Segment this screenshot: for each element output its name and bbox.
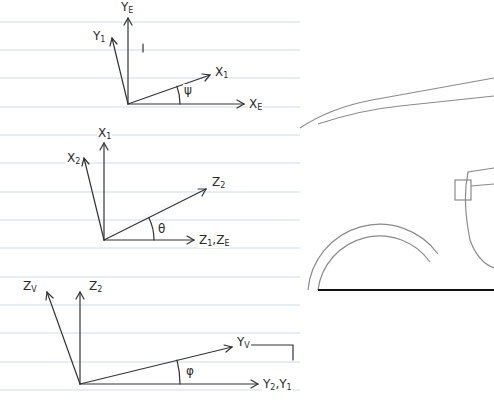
subscript: 1 (223, 71, 228, 80)
axis-letter: Y (93, 29, 100, 43)
subscript: 2 (220, 181, 225, 190)
axis-label: θ (157, 223, 166, 236)
axis-label: X2 (66, 152, 81, 166)
subscript: 1 (100, 35, 105, 44)
axis-letter: X (98, 126, 106, 140)
axis-label: Z1,ZE (198, 234, 230, 248)
axis-label: ZV (22, 280, 38, 294)
subscript: 1 (106, 132, 111, 141)
subscript: V (244, 341, 249, 350)
axis-label: YV (236, 336, 251, 350)
subscript: E (257, 103, 262, 112)
axis-label: φ (185, 365, 195, 378)
axis-letter: ,Y (275, 377, 286, 391)
axis-label: Z2 (88, 280, 103, 294)
axis-label: Y1 (92, 30, 106, 44)
axis-label: Z2 (211, 176, 226, 190)
car-rear-sketch (300, 78, 494, 290)
subscript: 1 (287, 383, 292, 392)
axis-label: Y2,Y1 (262, 378, 293, 392)
axis-letter: θ (158, 222, 165, 236)
subscript: E (128, 6, 133, 15)
axis-letter: φ (186, 364, 194, 378)
ground-line (318, 289, 494, 291)
axis-letter: X (67, 151, 75, 165)
axis-label: YE (120, 1, 134, 15)
axis-letter: Z (23, 279, 31, 293)
axis-label: XE (248, 98, 263, 112)
axis-letter: Z (199, 233, 207, 247)
axis-label: ψ (183, 84, 193, 97)
axis-label: X1 (97, 127, 112, 141)
axis-letter: Z (212, 175, 220, 189)
coordinate-axes (46, 18, 293, 388)
subscript: 2 (75, 157, 80, 166)
axis-letter: Y (263, 377, 270, 391)
ruled-paper-lines (0, 22, 300, 390)
axis-letter: Z (89, 279, 97, 293)
subscript: 1 (207, 239, 212, 248)
axis-letter: ψ (184, 83, 192, 97)
axis-letter: Y (237, 335, 244, 349)
axis-letter: ,Z (212, 233, 224, 247)
axis-letter: Y (121, 0, 128, 14)
axis-label: X1 (214, 66, 229, 80)
subscript: V (31, 285, 36, 294)
axis-letter: X (215, 65, 223, 79)
subscript: 2 (270, 383, 275, 392)
subscript: 2 (97, 285, 102, 294)
subscript: E (224, 239, 229, 248)
axis-letter: X (249, 97, 257, 111)
